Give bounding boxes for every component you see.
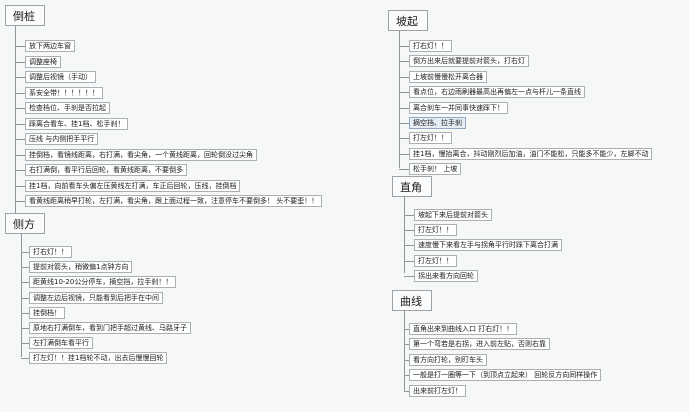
item-connector: [404, 230, 414, 231]
item-connector: [404, 329, 409, 330]
item-connector: [15, 124, 25, 125]
item-connector: [15, 77, 25, 78]
list-item[interactable]: 速度慢下来看左手与拐角平行时踩下离合打满: [414, 239, 562, 251]
list-item[interactable]: 放下两边车窗: [25, 40, 75, 52]
list-item[interactable]: 直角出来到曲线入口 打右灯！！: [409, 323, 518, 335]
list-item[interactable]: 拐出来看方向回轮: [414, 270, 478, 282]
item-connector: [404, 245, 414, 246]
list-item[interactable]: 看方向打轮，别盯车头: [409, 354, 487, 366]
topic-cefang[interactable]: 侧方: [5, 213, 45, 234]
item-connector: [15, 108, 25, 109]
item-connector: [404, 391, 409, 392]
list-item[interactable]: 挂1档，向前看车头偏左压黄线左打满，车正后回轮，压线，挂倒档: [25, 180, 241, 192]
item-connector: [15, 93, 25, 94]
item-connector: [21, 328, 29, 329]
list-item[interactable]: 松手刹！ 上坡: [409, 163, 462, 175]
list-item[interactable]: 调整座椅: [25, 56, 61, 68]
item-connector: [21, 252, 29, 253]
list-item[interactable]: 打左灯！！挂1档轮不动，出去后慢慢回轮: [29, 352, 168, 364]
list-item[interactable]: 打左灯！！: [409, 132, 452, 144]
item-connector: [404, 276, 414, 277]
item-connector: [399, 92, 409, 93]
item-connector: [15, 201, 25, 202]
item-connector: [404, 375, 409, 376]
list-item[interactable]: 系安全带！！！！！！: [25, 87, 103, 99]
list-item[interactable]: 看黄线距离稍早打轮，左打满，看尖角，跟上面过程一致，注意停车不要倒多！ 头不要歪…: [25, 195, 323, 207]
list-item[interactable]: 左打满倒车看平行: [29, 337, 93, 349]
item-connector: [21, 343, 29, 344]
item-connector: [399, 77, 409, 78]
list-item[interactable]: 坡起下来后提前对箭头: [414, 209, 492, 221]
item-connector: [404, 261, 414, 262]
topic-poqi[interactable]: 坡起: [388, 10, 428, 31]
item-connector: [399, 46, 409, 47]
item-connector: [21, 282, 29, 283]
topic-daozhuang[interactable]: 倒桩: [5, 5, 45, 26]
item-connector: [399, 154, 409, 155]
item-connector: [15, 155, 25, 156]
item-connector: [15, 186, 25, 187]
list-item[interactable]: 打右灯！！: [409, 40, 452, 52]
list-item[interactable]: 检查档位、手刹是否拉起: [25, 102, 110, 114]
item-connector: [404, 360, 409, 361]
item-connector: [21, 358, 29, 359]
item-connector: [15, 46, 25, 47]
list-item[interactable]: 一般是打一圈等一下（到顶点立起来） 回轮反方向同样操作: [409, 369, 602, 381]
item-connector: [21, 267, 29, 268]
branch-line: [15, 26, 16, 227]
list-item[interactable]: 压线 与内侧把手平行: [25, 133, 99, 145]
branch-line: [404, 197, 405, 273]
list-item[interactable]: 出来前打左灯！: [409, 385, 466, 397]
item-connector: [21, 298, 29, 299]
item-connector: [399, 123, 409, 124]
item-connector: [15, 62, 25, 63]
list-item[interactable]: 挂倒档，看镜线距离，右打满，看尖角，一个黄线距离，回轮倒没过尖角: [25, 149, 257, 161]
list-item[interactable]: 距黄线10-20公分停车，摘空挡，拉手刹！！: [29, 276, 177, 288]
list-item[interactable]: 调整后视镜（手动）: [25, 71, 96, 83]
item-connector: [404, 344, 409, 345]
item-connector: [21, 313, 29, 314]
list-item[interactable]: 倒方出来后就要提前对箭头，打右灯: [409, 55, 529, 67]
list-item[interactable]: 挂1档，慢抬离合，抖动刚烈后加油，油门不能松，只能多不能少，左脚不动: [409, 148, 653, 160]
item-connector: [399, 61, 409, 62]
list-item[interactable]: 提前对箭头，稍微偏1点钟方向: [29, 261, 133, 273]
list-item[interactable]: 打左灯！！: [414, 255, 457, 267]
list-item[interactable]: 摘空挡、拉手刹: [409, 117, 466, 129]
list-item[interactable]: 第一个弯若是右拐，进入前左贴，否则右靠: [409, 338, 550, 350]
list-item[interactable]: 原地右打满倒车，看到门把手超过黄线、马路牙子: [29, 322, 191, 334]
list-item[interactable]: 打左灯！！: [414, 224, 457, 236]
list-item[interactable]: 调整左边后视镜，只能看到后把手在中间: [29, 292, 163, 304]
item-connector: [399, 138, 409, 139]
item-connector: [399, 108, 409, 109]
item-connector: [404, 215, 414, 216]
list-item[interactable]: 挂倒档！: [29, 307, 65, 319]
branch-line: [21, 233, 22, 357]
topic-zhijiao[interactable]: 直角: [392, 176, 432, 197]
topic-quxian[interactable]: 曲线: [392, 290, 432, 311]
item-connector: [15, 170, 25, 171]
list-item[interactable]: 看点位，右边雨刷器最高出再偏左一点与杆儿一条直线: [409, 86, 585, 98]
list-item[interactable]: 离合刹车一并同事快速踩下！: [409, 102, 508, 114]
list-item[interactable]: 右打满倒，看平行后回轮，看黄线距离，不要倒多: [25, 164, 187, 176]
item-connector: [15, 139, 25, 140]
branch-line: [404, 311, 405, 392]
list-item[interactable]: 打右灯！！: [29, 246, 72, 258]
branch-line: [399, 31, 400, 168]
list-item[interactable]: 上坡前慢慢松开离合器: [409, 71, 487, 83]
item-connector: [399, 169, 409, 170]
list-item[interactable]: 踩离合看车、挂1档、松手刹！: [25, 118, 129, 130]
